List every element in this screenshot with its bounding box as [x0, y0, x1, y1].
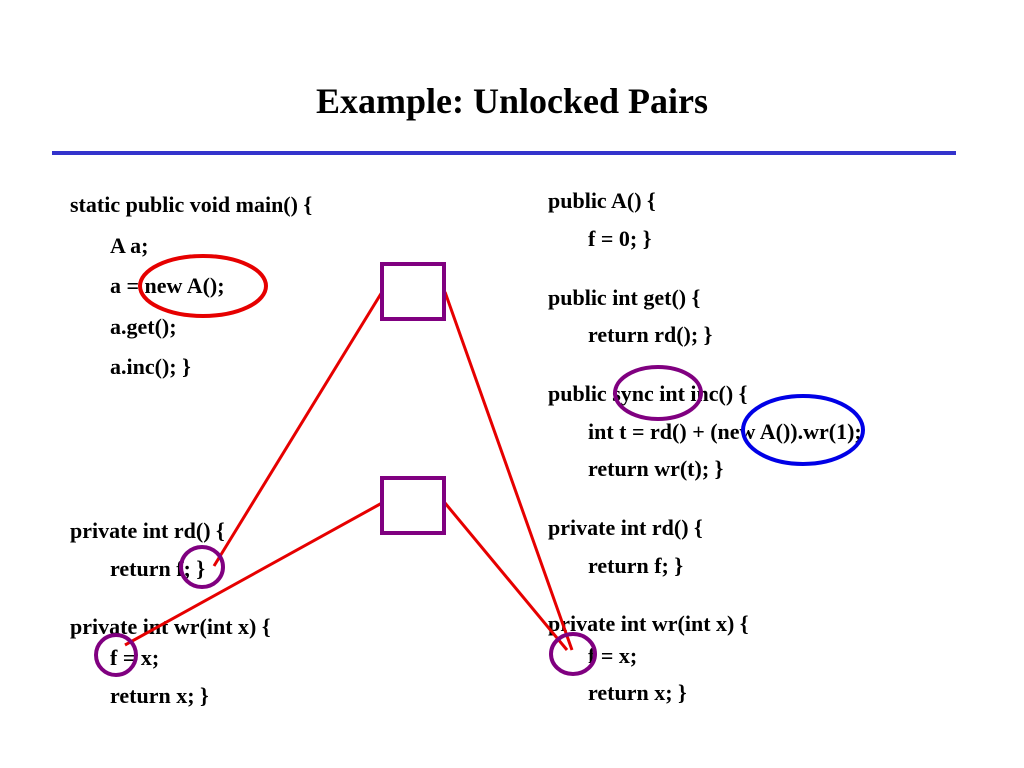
- left-main-line-2: A a;: [110, 233, 149, 258]
- left-wr-line-1: private int wr(int x) {: [70, 614, 271, 639]
- right-wr-line-3: return x; }: [588, 680, 687, 705]
- right-rd-line-1: private int rd() {: [548, 515, 703, 540]
- slide-title: Example: Unlocked Pairs: [316, 81, 708, 121]
- left-rd-line-2: return f; }: [110, 556, 206, 581]
- right-wr-line-1: private int wr(int x) {: [548, 611, 749, 636]
- right-inc-line-3: return wr(t); }: [588, 456, 724, 481]
- title-divider: [52, 151, 956, 155]
- right-inc-line-1: public sync int inc() {: [548, 381, 748, 406]
- field-write-right-highlight-circle: [549, 632, 597, 676]
- left-wr-line-3: return x; }: [110, 683, 209, 708]
- left-main-line-4: a.get();: [110, 314, 177, 339]
- new-a-highlight-circle: [138, 254, 268, 318]
- link-line-wr-to-bottom-box: [124, 501, 383, 647]
- left-main-line-3: a = new A();: [110, 273, 225, 298]
- bottom-pair-box: [380, 476, 446, 535]
- right-inc-line-2: int t = rd() + (new A()).wr(1);: [588, 419, 862, 444]
- field-write-left-highlight-circle: [94, 633, 138, 677]
- top-pair-box: [380, 262, 446, 321]
- field-read-highlight-circle: [179, 545, 225, 589]
- left-main-line-5: a.inc(); }: [110, 354, 191, 379]
- right-ctor-line-2: f = 0; }: [588, 226, 652, 251]
- link-line-top-box-to-right-wr: [443, 291, 574, 651]
- link-line-rd-to-top-box: [212, 291, 384, 567]
- left-rd-line-1: private int rd() {: [70, 518, 225, 543]
- sync-highlight-circle: [613, 365, 703, 421]
- right-get-line-1: public int get() {: [548, 285, 701, 310]
- left-main-line-1: static public void main() {: [70, 192, 313, 217]
- right-rd-line-2: return f; }: [588, 553, 684, 578]
- right-get-line-2: return rd(); }: [588, 322, 713, 347]
- right-ctor-line-1: public A() {: [548, 188, 656, 213]
- link-line-bottom-box-to-right-wr: [443, 502, 569, 651]
- new-a-wr-highlight-circle: [741, 394, 865, 466]
